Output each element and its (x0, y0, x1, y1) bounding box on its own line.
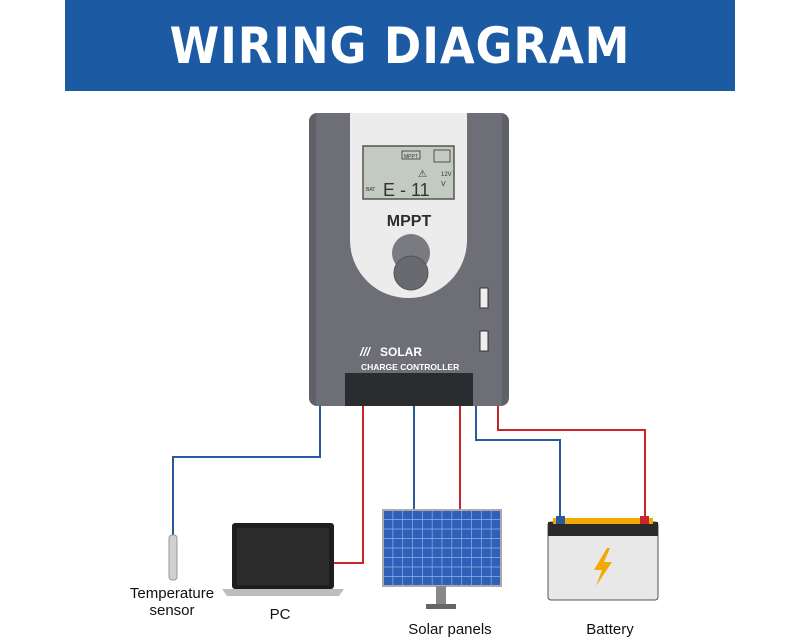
lightning-icon (594, 548, 612, 586)
battery-negative-wire (475, 405, 561, 522)
battery-negative-terminal (556, 516, 565, 524)
title-banner: WIRING DIAGRAM (65, 0, 735, 91)
temperature-sensor (168, 534, 178, 581)
battery-positive-wire (497, 405, 646, 522)
lcd-unit: V (441, 181, 446, 188)
warning-icon: ⚠ (418, 169, 427, 180)
terminal-block (345, 373, 473, 406)
lcd-bat: BAT (366, 187, 375, 193)
pc-wire (333, 405, 364, 564)
enter-button[interactable] (393, 255, 429, 291)
sensor-wire (172, 405, 321, 535)
usb-port-1 (479, 287, 489, 309)
lcd-mppt: MPPT (404, 154, 418, 160)
brand-label: SOLAR (380, 345, 422, 359)
pc-laptop (222, 523, 344, 596)
label-temperature-sensor: Temperature sensor (129, 585, 215, 619)
label-battery: Battery (586, 621, 634, 638)
charge-controller: MPPT ⚠ 12V BAT E - 11 V MPPT /// SOLAR C… (309, 113, 509, 406)
usb-port-2 (479, 330, 489, 352)
lcd-voltage: 12V (441, 172, 452, 178)
subtitle-label: CHARGE CONTROLLER (361, 362, 459, 372)
wires (172, 405, 646, 564)
label-pc: PC (269, 606, 291, 623)
title: WIRING DIAGRAM (169, 16, 631, 75)
solar-panel (382, 509, 502, 609)
battery (547, 516, 659, 601)
battery-positive-terminal (640, 516, 649, 524)
brand-logo-icon: /// (359, 345, 372, 359)
label-solar-panels: Solar panels (408, 621, 492, 638)
lcd-reading: E - 11 (383, 180, 430, 200)
model-label: MPPT (387, 213, 432, 230)
